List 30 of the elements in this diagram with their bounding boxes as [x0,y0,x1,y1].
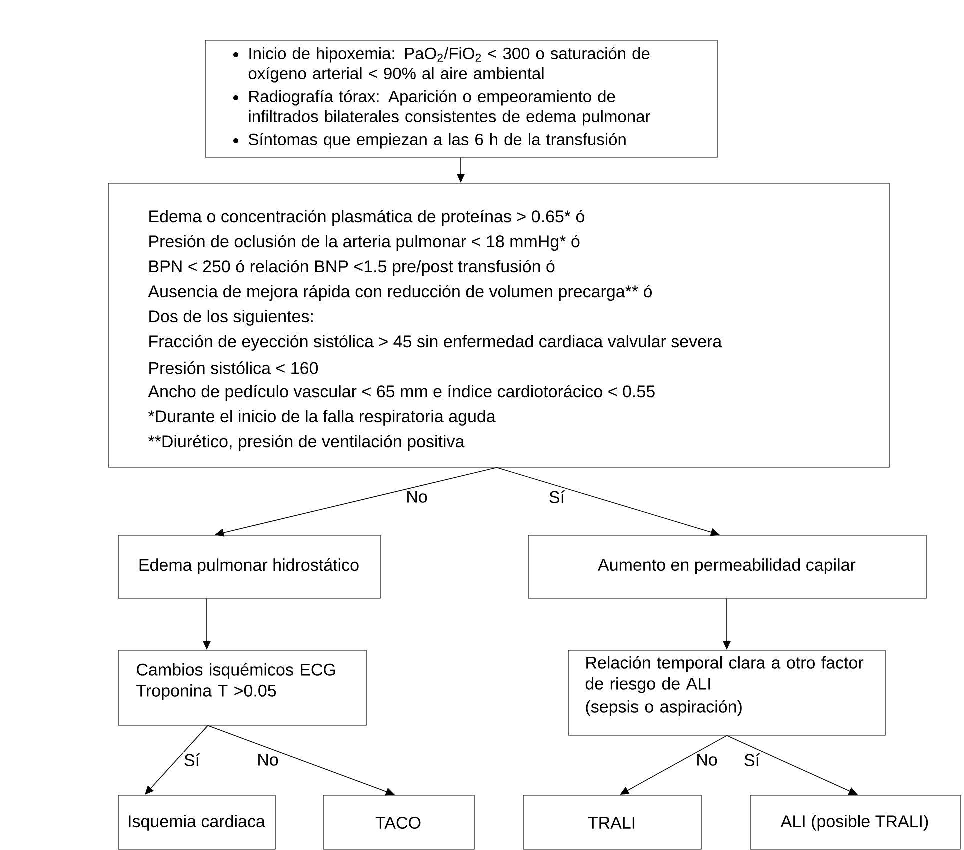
bullet-text: Inicio de hipoxemia: PaO$_{2}$/FiO$_{2}$ < 300 o saturación de oxígeno arterial < 90% al aire ambiental [248,47,650,83]
box-text: Isquemia cardiaca [129,815,266,831]
edge-label: No [256,753,280,767]
criterion-text: BPN < 250 ó relación BNP <1.5 pre/post transfusión ó [150,260,555,276]
edge-label: Sí [548,490,566,504]
box-text: TACO [376,816,421,830]
criterion-text: Fracción de eyección sistólica > 45 sin enfermedad cardiaca valvular severa [150,334,722,352]
bullet-text: Radiografía tórax: Aparición o empeoramiento de infiltrados bilaterales consistentes de edema pulmonar [249,90,650,126]
criterion-text: **Diurético, presión de ventilación positiva [148,434,465,452]
criterion-text: Presión de oclusión de la arteria pulmonar < 18 mmHg* ó [150,234,580,252]
box-text: Cambios isquémicos ECG Troponina T >0.05 [136,663,336,700]
criterion-text: Ancho de pedículo vascular < 65 mm e índice cardiotorácico < 0.55 [148,384,655,402]
criterion-text: Edema o concentración plasmática de proteínas > 0.65* ó [150,210,584,226]
box-text: ALI (posible TRALI) [780,815,928,831]
bullet-text: Síntomas que empiezan a las 6 h de la transfusión [248,133,626,149]
criterion-text: Ausencia de mejora rápida con reducción de volumen precarga** ó [148,284,652,302]
box-text: (sepsis o aspiración) [586,700,742,716]
box-text: Relación temporal clara a otro factor de riesgo de ALI [586,656,864,694]
box-text: TRALI [588,817,635,829]
edge-label: No [695,753,719,767]
edge-label: Sí [182,752,202,768]
arrow [620,735,728,795]
criterion-text: Dos de los siguientes: [150,310,313,326]
box-text: Aumento en permeabilidad capilar [598,558,856,574]
criterion-text: Presión sistólica < 160 [150,362,318,374]
box-text: Edema pulmonar hidrostático [140,558,359,575]
edge-label: No [405,490,429,504]
arrow [145,725,208,795]
criterion-text: *Durante el inicio de la falla respiratoria aguda [148,410,496,426]
edge-label: Sí [742,752,762,768]
